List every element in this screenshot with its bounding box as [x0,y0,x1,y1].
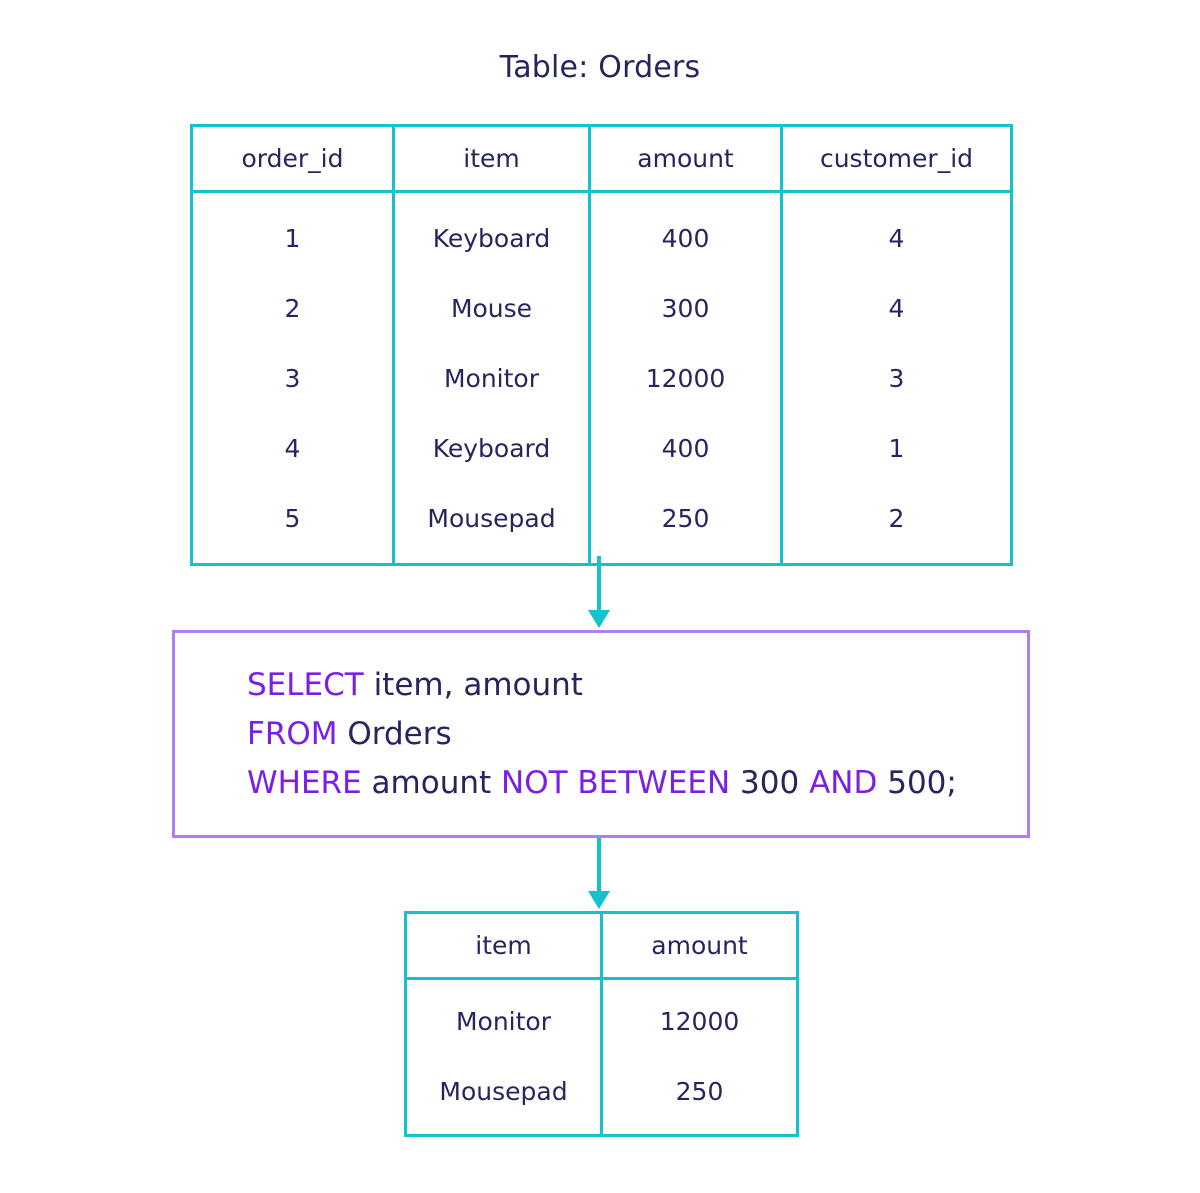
table-cell: 3 [190,343,395,413]
table-cell: Mousepad [404,1056,603,1136]
table-row: 5 Mousepad 250 2 [190,483,1013,565]
table-cell: 1 [780,413,1013,483]
sql-keyword: AND [809,765,878,801]
table-row: Mousepad 250 [404,1056,799,1136]
arrow-down-icon [588,610,610,628]
table-cell: Monitor [404,978,603,1056]
arrow-line-2 [597,838,601,893]
table-cell: 400 [588,191,783,273]
table-cell: 12000 [600,978,799,1056]
result-table: item amount Monitor 12000 Mousepad 250 [404,911,799,1137]
table-cell: Keyboard [392,413,591,483]
table-cell: Mousepad [392,483,591,565]
table-cell: 4 [780,273,1013,343]
table-cell: Monitor [392,343,591,413]
table-cell: 1 [190,191,395,273]
table-cell: 4 [190,413,395,483]
table-row: 4 Keyboard 400 1 [190,413,1013,483]
orders-header-cell: item [392,125,591,193]
orders-header-cell: amount [588,125,783,193]
sql-keyword: FROM [247,716,338,752]
query-line-3: WHERE amount NOT BETWEEN 300 AND 500; [247,765,957,801]
query-line-1: SELECT item, amount [247,667,583,703]
table-cell: 250 [588,483,783,565]
sql-text: Orders [337,716,452,752]
table-row: Monitor 12000 [404,978,799,1056]
orders-header-cell: customer_id [780,125,1013,193]
orders-header-row: order_id item amount customer_id [190,125,1013,193]
orders-header-cell: order_id [190,125,395,193]
table-row: 2 Mouse 300 4 [190,273,1013,343]
sql-text: amount [361,765,502,801]
arrow-line-1 [597,556,601,612]
query-line-2: FROM Orders [247,716,452,752]
table-cell: 12000 [588,343,783,413]
sql-text: 500; [877,765,957,801]
result-header-cell: item [404,912,603,980]
sql-text: 300 [730,765,810,801]
diagram-title: Table: Orders [499,50,701,85]
table-cell: 300 [588,273,783,343]
table-cell: 4 [780,191,1013,273]
table-row: 1 Keyboard 400 4 [190,191,1013,273]
table-row: 3 Monitor 12000 3 [190,343,1013,413]
table-cell: Mouse [392,273,591,343]
table-cell: 400 [588,413,783,483]
sql-keyword: NOT BETWEEN [501,765,731,801]
sql-text: item, amount [363,667,583,703]
sql-keyword: SELECT [247,667,364,703]
table-cell: 3 [780,343,1013,413]
table-cell: Keyboard [392,191,591,273]
arrow-down-icon [588,891,610,909]
result-header-cell: amount [600,912,799,980]
sql-query-box: SELECT item, amount FROM Orders WHERE am… [172,630,1030,838]
orders-table: order_id item amount customer_id 1 Keybo… [190,124,1013,566]
sql-keyword: WHERE [247,765,362,801]
table-cell: 2 [190,273,395,343]
table-cell: 5 [190,483,395,565]
table-cell: 2 [780,483,1013,565]
table-cell: 250 [600,1056,799,1136]
result-header-row: item amount [404,912,799,980]
